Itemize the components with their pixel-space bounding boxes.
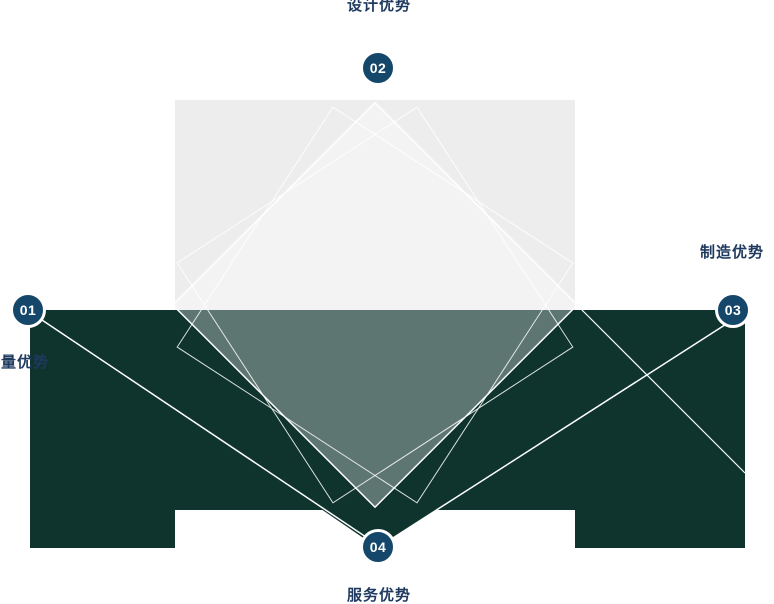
node-badge-01: 01 xyxy=(10,292,46,328)
diamond-outline-left-tilt xyxy=(176,106,574,504)
node-badge-04: 04 xyxy=(360,529,396,565)
label-service-advantage: 服务优势 xyxy=(346,587,411,604)
diamond-main xyxy=(171,101,579,509)
diamond-edge-extension-line xyxy=(576,304,746,474)
label-manufacture-advantage: 制造优势 xyxy=(700,244,765,261)
node-badge-03: 03 xyxy=(715,292,751,328)
diamond-outline-right-tilt xyxy=(176,106,574,504)
label-design-advantage: 设计优势 xyxy=(346,0,411,14)
label-quality-advantage: 质量优势 xyxy=(0,354,50,371)
dark-chevron xyxy=(30,310,745,548)
node-badge-02: 02 xyxy=(360,50,396,86)
